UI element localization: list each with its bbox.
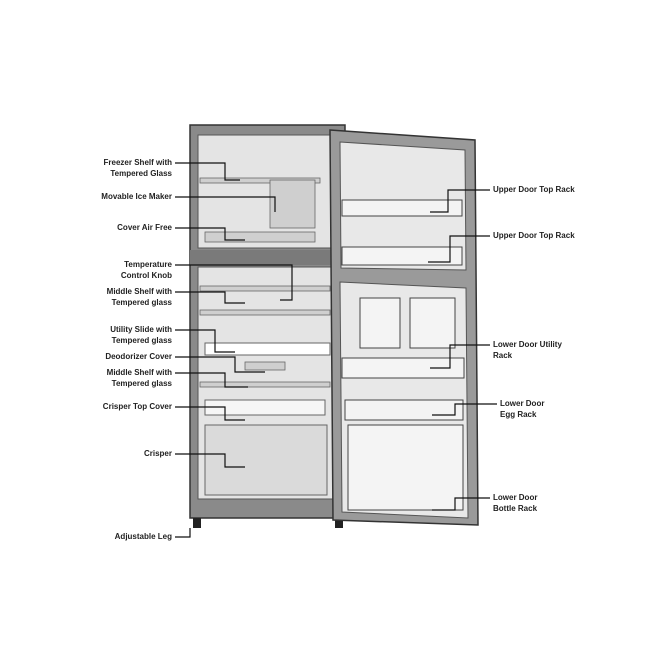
cover-air-free xyxy=(204,231,316,243)
svg-text:Adjustable Leg: Adjustable Leg xyxy=(115,532,172,541)
lower-door-bottle-rack xyxy=(347,424,464,511)
deodorizer-cover xyxy=(244,361,286,371)
compartment-divider xyxy=(190,250,345,265)
right-labels: Upper Door Top Rack Upper Door Top Rack … xyxy=(428,185,575,513)
right-leg xyxy=(335,518,343,528)
upper-door-rack-1 xyxy=(341,199,463,217)
door-panel-right xyxy=(409,297,456,349)
lower-door-egg-rack xyxy=(344,399,464,421)
upper-door-rack-2 xyxy=(341,246,463,266)
left-leg xyxy=(193,518,201,528)
crisper xyxy=(204,424,328,496)
middle-shelf-2 xyxy=(199,381,331,388)
utility-slide xyxy=(199,309,331,316)
fridge-door xyxy=(329,129,479,526)
fridge-cabinet xyxy=(189,124,346,528)
svg-text:Cover Air Free: Cover Air Free xyxy=(117,223,172,232)
door-panel-left xyxy=(359,297,401,349)
lower-door-utility-rack xyxy=(341,357,465,379)
svg-text:Deodorizer Cover: Deodorizer Cover xyxy=(105,352,172,361)
svg-text:Movable Ice Maker: Movable Ice Maker xyxy=(101,192,172,201)
freezer-shelf xyxy=(199,177,321,184)
utility-slide-front xyxy=(204,342,331,356)
svg-text:Upper Door Top Rack: Upper Door Top Rack xyxy=(493,185,575,194)
svg-text:Crisper: Crisper xyxy=(144,449,172,458)
ice-maker xyxy=(269,179,316,229)
svg-text:Upper Door Top Rack: Upper Door Top Rack xyxy=(493,231,575,240)
svg-text:Crisper Top Cover: Crisper Top Cover xyxy=(103,402,172,411)
middle-shelf-1 xyxy=(199,285,331,292)
